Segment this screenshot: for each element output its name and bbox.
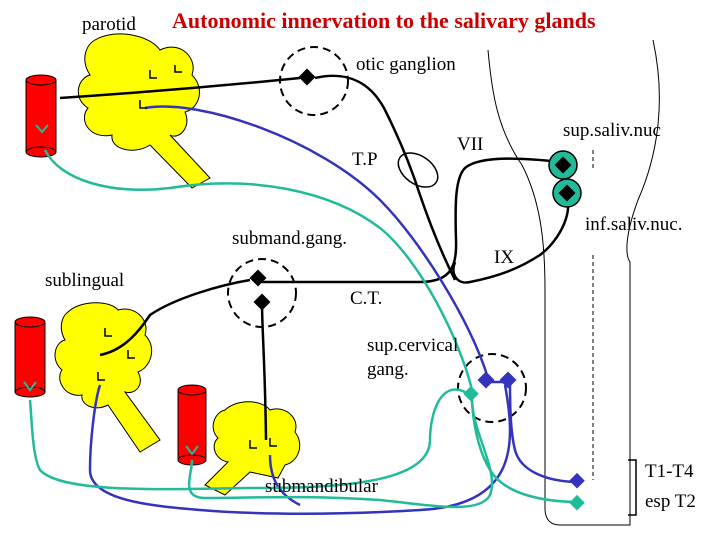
otic-ganglion-neuron bbox=[298, 68, 316, 86]
vessel-nerve-forks bbox=[23, 124, 199, 456]
otic-ganglion-label: otic ganglion bbox=[356, 54, 456, 75]
superior-cervical-neurons bbox=[463, 371, 517, 402]
sup-cervical-label: sup.cervical bbox=[367, 335, 458, 356]
parotid-label: parotid bbox=[82, 14, 136, 35]
nerve-endings bbox=[97, 65, 277, 449]
diagram-title: Autonomic innervation to the salivary gl… bbox=[172, 8, 596, 33]
chorda-tympani-label: C.T. bbox=[350, 288, 382, 309]
spinal-level-bracket bbox=[628, 459, 637, 516]
brainstem-outline bbox=[487, 39, 660, 526]
parotid-vessel bbox=[25, 74, 57, 158]
spinal-neurons bbox=[569, 472, 585, 511]
sympathetic-postganglionic bbox=[28, 149, 581, 509]
inferior-salivatory-nucleus bbox=[552, 178, 582, 208]
submandibular-ganglion-neurons bbox=[249, 269, 271, 311]
sup-cervical-gang-label: gang. bbox=[367, 359, 409, 380]
sublingual-vessel bbox=[14, 316, 46, 398]
superior-salivatory-nucleus bbox=[548, 150, 578, 180]
submand-gang-label: submand.gang. bbox=[232, 228, 347, 249]
parasympathetic-pathways bbox=[59, 74, 570, 441]
sublingual-label: sublingual bbox=[45, 270, 124, 291]
sublingual-gland bbox=[54, 302, 161, 453]
tympanic-plexus bbox=[397, 152, 439, 188]
submandibular-vessel bbox=[177, 384, 207, 466]
inf-saliv-nuc-label: inf.saliv.nuc. bbox=[585, 214, 682, 235]
otic-ganglion-circle bbox=[279, 46, 349, 116]
parotid-gland bbox=[77, 33, 211, 189]
t1-t4-label: T1-T4 bbox=[645, 461, 694, 482]
tympanic-plexus-label: T.P bbox=[352, 149, 378, 170]
submandibular-label: submandibular bbox=[265, 476, 379, 497]
superior-cervical-ganglion-circle bbox=[457, 353, 527, 423]
sympathetic-preganglionic bbox=[88, 105, 581, 515]
glossopharyngeal-label: IX bbox=[494, 247, 514, 268]
esp-t2-label: esp T2 bbox=[645, 491, 696, 512]
facial-nerve-label: VII bbox=[457, 134, 483, 155]
sup-saliv-nuc-label: sup.saliv.nuc bbox=[563, 120, 661, 141]
